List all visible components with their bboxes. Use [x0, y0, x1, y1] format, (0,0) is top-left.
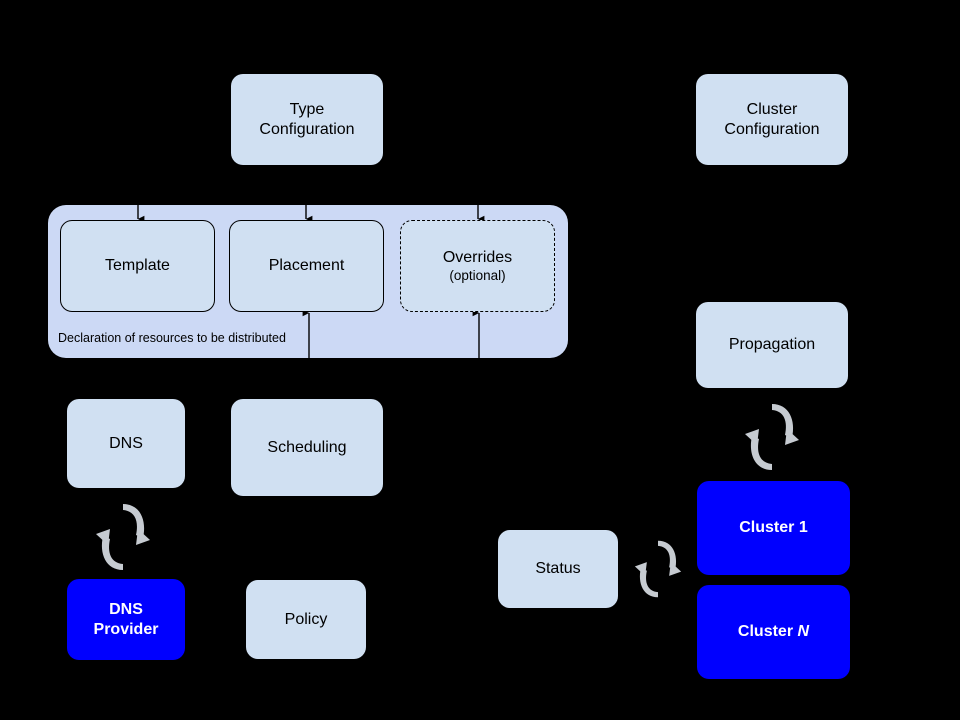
- node-policy-label: Policy: [284, 610, 328, 628]
- node-status-label: Status: [535, 560, 581, 577]
- node-overrides-label: Overrides (optional): [442, 248, 513, 283]
- panel-caption: Declaration of resources to be distribut…: [58, 331, 286, 345]
- node-template-label: Template: [105, 257, 170, 274]
- node-scheduling[interactable]: Scheduling: [231, 399, 383, 496]
- node-scheduling-label: Scheduling: [267, 438, 347, 456]
- sync-arrows-icon-dns: [96, 504, 150, 570]
- node-status[interactable]: Status: [498, 530, 618, 608]
- node-type-configuration-label: Type Configuration: [259, 100, 355, 138]
- node-dns[interactable]: DNS: [67, 399, 185, 488]
- node-dns-provider[interactable]: DNS Provider: [67, 579, 185, 660]
- node-dns-label: DNS: [109, 434, 143, 452]
- node-cluster-n-label: Cluster N: [737, 623, 810, 640]
- node-propagation[interactable]: Propagation: [696, 302, 848, 388]
- node-policy[interactable]: Policy: [246, 580, 366, 659]
- node-placement-label: Placement: [268, 257, 345, 274]
- sync-arrows-icon-propagation: [745, 404, 799, 470]
- node-cluster-n[interactable]: Cluster N: [697, 585, 850, 679]
- node-overrides[interactable]: Overrides (optional): [400, 220, 555, 312]
- node-cluster-1-label: Cluster 1: [739, 519, 808, 536]
- sync-arrows-icon-status: [634, 540, 682, 598]
- node-propagation-label: Propagation: [728, 336, 816, 353]
- node-dns-provider-label: DNS Provider: [93, 600, 159, 638]
- node-cluster-configuration-label: Cluster Configuration: [724, 100, 820, 138]
- node-cluster-1[interactable]: Cluster 1: [697, 481, 850, 575]
- node-template[interactable]: Template: [60, 220, 215, 312]
- node-cluster-configuration[interactable]: Cluster Configuration: [696, 74, 848, 165]
- node-placement[interactable]: Placement: [229, 220, 384, 312]
- node-type-configuration[interactable]: Type Configuration: [231, 74, 383, 165]
